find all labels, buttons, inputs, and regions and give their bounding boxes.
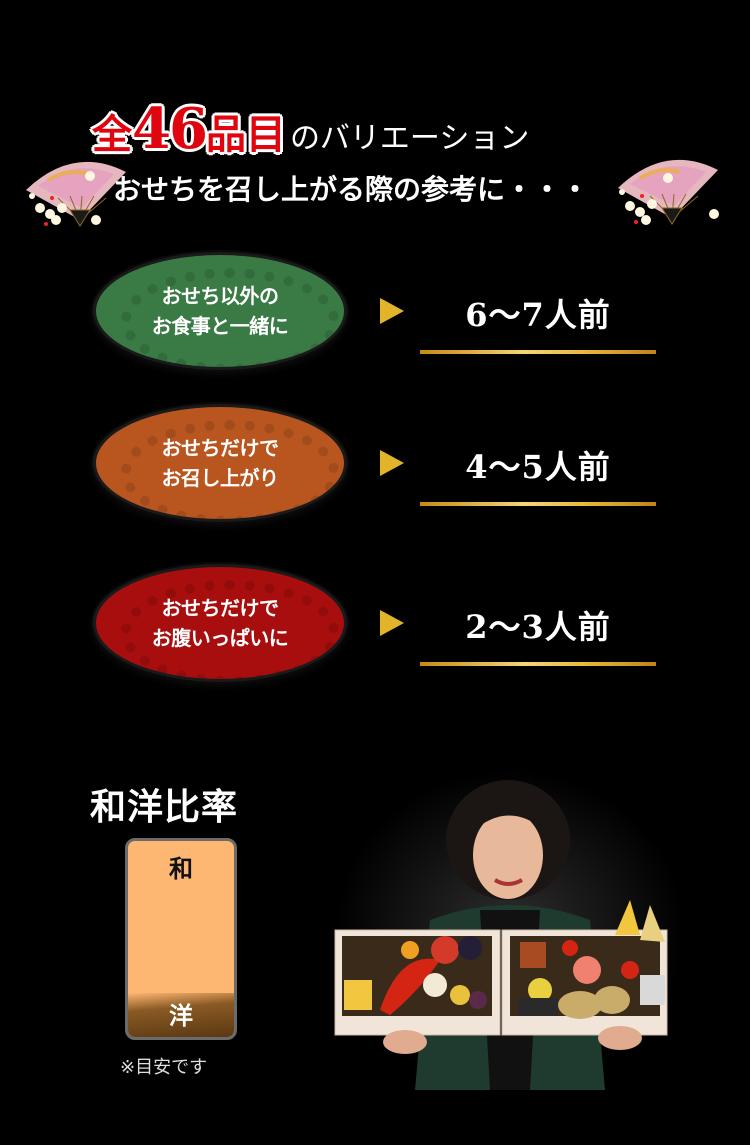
- gold-underline: [420, 662, 656, 666]
- header-banner: 全46品目のバリエーション おせちを召し上がる際の参考に・・・: [0, 0, 750, 250]
- headline-prefix: 全: [92, 111, 132, 158]
- serving-condition-label: おせちだけで お召し上がり: [161, 433, 280, 493]
- serving-row: おせち以外の お食事と一緒に 6〜7人前: [0, 252, 750, 402]
- japanese-label: 和: [169, 855, 193, 883]
- triangle-arrow-icon: [380, 450, 404, 476]
- gold-underline: [420, 350, 656, 354]
- label-line-2: お召し上がり: [161, 466, 280, 490]
- label-line-1: おせちだけで: [161, 436, 280, 460]
- ratio-bar: 和 洋: [125, 838, 237, 1040]
- label-line-2: お食事と一緒に: [151, 314, 289, 338]
- serving-condition-badge: おせちだけで お腹いっぱいに: [93, 564, 347, 682]
- western-portion: [128, 993, 234, 1037]
- ratio-note: ※目安です: [120, 1057, 208, 1078]
- serving-condition-badge: おせちだけで お召し上がり: [93, 404, 347, 522]
- serving-size: 6〜7人前: [465, 296, 611, 334]
- serving-row: おせちだけで お腹いっぱいに 2〜3人前: [0, 564, 750, 714]
- serving-size: 4〜5人前: [465, 448, 611, 486]
- headline-unit: 品目: [205, 111, 286, 158]
- headline-suffix: のバリエーション: [289, 121, 530, 156]
- ratio-title: 和洋比率: [90, 786, 239, 828]
- serving-condition-label: おせち以外の お食事と一緒に: [152, 281, 289, 341]
- osechi-photo: [334, 770, 685, 1090]
- subtitle: おせちを召し上がる際の参考に・・・: [113, 173, 590, 206]
- headline: 全46品目のバリエーション: [92, 96, 529, 162]
- triangle-arrow-icon: [380, 610, 404, 636]
- headline-number: 46: [132, 96, 208, 162]
- label-line-1: おせち以外の: [161, 284, 279, 308]
- serving-row: おせちだけで お召し上がり 4〜5人前: [0, 404, 750, 554]
- western-label: 洋: [169, 1002, 193, 1030]
- label-line-2: お腹いっぱいに: [151, 626, 289, 650]
- triangle-arrow-icon: [380, 298, 404, 324]
- serving-condition-badge: おせち以外の お食事と一緒に: [93, 252, 347, 370]
- folding-fan-icon: [618, 159, 719, 225]
- label-line-1: おせちだけで: [161, 596, 279, 620]
- serving-condition-label: おせちだけで お腹いっぱいに: [152, 593, 289, 653]
- gold-underline: [420, 502, 656, 506]
- folding-fan-icon: [26, 161, 126, 227]
- serving-size: 2〜3人前: [465, 608, 611, 646]
